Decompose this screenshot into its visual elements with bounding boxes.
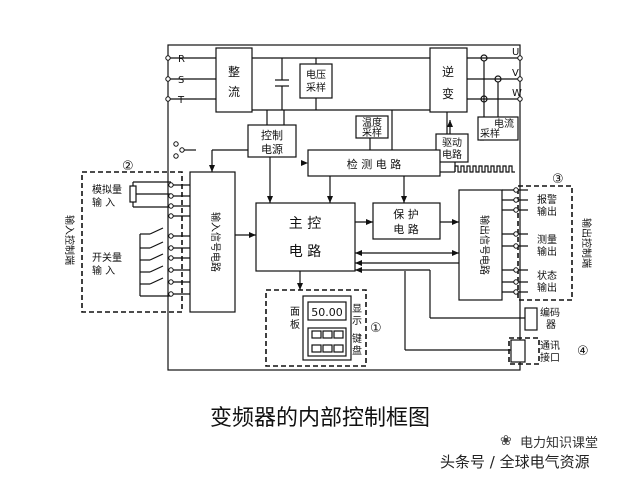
key bbox=[333, 344, 344, 353]
key bbox=[322, 344, 333, 353]
alarm-output-label-1: 报警 bbox=[537, 193, 557, 206]
measure-output-label-2: 输出 bbox=[537, 245, 557, 258]
comm-port-label-2: 接口 bbox=[540, 351, 560, 364]
drive-circuit-block bbox=[435, 133, 469, 163]
alarm-output-label-2: 输出 bbox=[537, 205, 557, 218]
output-terminal-label: 输出控制端 bbox=[580, 218, 593, 268]
encoder-block bbox=[524, 307, 538, 331]
voltage-sampling-block bbox=[299, 63, 333, 99]
output-signal-label: 输出信号电路 bbox=[478, 215, 491, 275]
temp-sampling-label-1: 温度 bbox=[362, 116, 382, 129]
rectifier-label-1: 整 bbox=[228, 64, 240, 79]
main-control-label-1: 主 控 bbox=[289, 216, 321, 232]
input-terminal-label: 输入控制端 bbox=[63, 215, 76, 265]
switch-input-label-1: 开关量 bbox=[92, 251, 122, 264]
key bbox=[322, 330, 333, 339]
measure-output-label-1: 测量 bbox=[537, 233, 557, 246]
comm-port-label-1: 通讯 bbox=[540, 340, 560, 352]
display-value: 50.00 bbox=[311, 306, 343, 319]
current-sampling-block bbox=[477, 116, 519, 141]
input-signal-block bbox=[189, 171, 236, 313]
drive-circuit-label-2: 电路 bbox=[442, 148, 462, 161]
inverter-label-1: 逆 bbox=[442, 64, 454, 79]
terminal-t: T bbox=[177, 95, 185, 106]
inverter-block bbox=[429, 47, 468, 113]
detect-circuit-block bbox=[307, 149, 441, 177]
protect-circuit-block bbox=[372, 202, 441, 240]
marker-4: ④ bbox=[577, 344, 589, 359]
protect-circuit-label-2: 电 路 bbox=[393, 223, 419, 236]
analog-input-label-2: 输 入 bbox=[92, 196, 115, 209]
protect-circuit-label-1: 保 护 bbox=[393, 207, 419, 221]
terminal-r: R bbox=[178, 54, 185, 65]
marker-3: ③ bbox=[552, 172, 564, 187]
comm-port-block bbox=[510, 339, 526, 363]
input-signal-label: 输入信号电路 bbox=[209, 212, 222, 272]
panel-group bbox=[265, 289, 367, 367]
panel-body bbox=[302, 295, 352, 361]
temp-sampling-block bbox=[355, 115, 389, 139]
voltage-sampling-label-2: 采样 bbox=[306, 81, 326, 94]
display-screen bbox=[307, 301, 347, 321]
marker-1: ① bbox=[370, 321, 382, 336]
terminal-u: U bbox=[512, 47, 519, 58]
encoder-label-2: 器 bbox=[546, 319, 556, 331]
marker-2: ② bbox=[122, 159, 134, 174]
output-terminal-group bbox=[517, 185, 573, 301]
terminal-s: S bbox=[178, 75, 184, 86]
comm-group bbox=[508, 337, 540, 365]
terminal-v: V bbox=[512, 68, 519, 79]
terminal-w: W bbox=[512, 88, 522, 99]
current-sampling-label-1: 电流 bbox=[494, 117, 514, 130]
status-output-label-1: 状态 bbox=[537, 269, 557, 282]
drive-circuit-label-1: 驱动 bbox=[442, 137, 462, 149]
panel-label-1: 面 bbox=[290, 307, 300, 318]
chat-bubble-icon: ❀ bbox=[500, 433, 512, 449]
keyboard-label-2: 盘 bbox=[352, 344, 362, 357]
control-power-label-2: 电源 bbox=[261, 142, 283, 156]
control-power-block bbox=[247, 124, 297, 158]
rectifier-label-2: 流 bbox=[228, 85, 240, 99]
detect-circuit-label: 检 测 电 路 bbox=[347, 157, 402, 171]
key bbox=[311, 330, 322, 339]
switch-input-label-2: 输 入 bbox=[92, 264, 115, 277]
figure-caption: 变频器的内部控制框图 bbox=[209, 406, 430, 431]
watermark-title: 电力知识课堂 bbox=[520, 436, 599, 451]
input-terminal-group bbox=[81, 171, 183, 313]
inverter-label-2: 变 bbox=[442, 86, 454, 101]
current-sampling-label-2: 采样 bbox=[480, 127, 500, 140]
panel-label-2: 板 bbox=[290, 318, 300, 331]
key bbox=[311, 344, 322, 353]
control-power-label-1: 控制 bbox=[261, 128, 283, 142]
key bbox=[333, 330, 344, 339]
watermark-source: 头条号 / 全球电气资源 bbox=[440, 453, 590, 471]
main-control-label-2: 电 路 bbox=[289, 244, 321, 260]
rectifier-block bbox=[215, 47, 253, 113]
analog-input-label-1: 模拟量 bbox=[92, 183, 122, 196]
display-label-2: 示 bbox=[352, 316, 362, 327]
encoder-label-1: 编码 bbox=[540, 306, 560, 319]
main-control-block bbox=[255, 202, 356, 272]
temp-sampling-label-2: 采样 bbox=[362, 126, 382, 139]
voltage-sampling-label-1: 电压 bbox=[306, 68, 326, 81]
keyboard-label-1: 键 bbox=[352, 332, 362, 345]
status-output-label-2: 输出 bbox=[537, 281, 557, 294]
display-label-1: 显 bbox=[352, 303, 362, 315]
output-signal-block bbox=[458, 189, 503, 301]
